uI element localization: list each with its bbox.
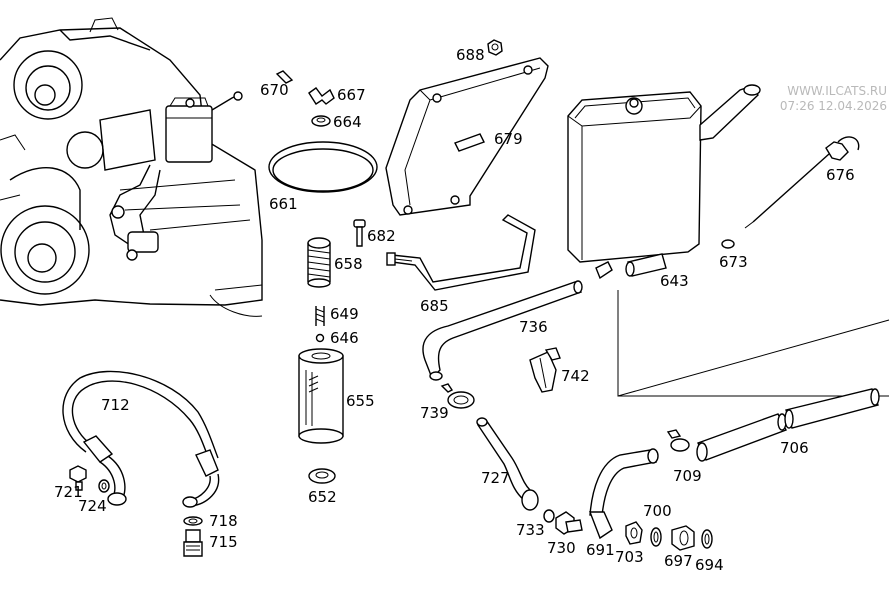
part-label-712[interactable]: 712 [101,396,130,414]
part-label-673[interactable]: 673 [719,253,748,271]
part-label-646[interactable]: 646 [330,329,359,347]
wing-nut-667 [308,87,335,105]
part-label-685[interactable]: 685 [420,297,449,315]
hose-706 [696,388,880,462]
spring-649 [315,306,325,326]
part-label-691[interactable]: 691 [586,541,615,559]
ring-673 [721,239,735,249]
part-label-706[interactable]: 706 [780,439,809,457]
part-label-664[interactable]: 664 [333,113,362,131]
part-label-742[interactable]: 742 [561,367,590,385]
watermark-line1: WWW.ILCATS.RU [787,84,887,98]
part-label-733[interactable]: 733 [516,521,545,539]
bracket-679 [385,57,549,216]
washer-718 [183,516,203,526]
part-label-676[interactable]: 676 [826,166,855,184]
part-label-643[interactable]: 643 [660,272,689,290]
part-label-694[interactable]: 694 [695,556,724,574]
part-label-670[interactable]: 670 [260,81,289,99]
strap-685 [386,214,536,291]
part-label-682[interactable]: 682 [367,227,396,245]
bolt-730 [555,511,583,535]
clamp-739 [440,383,475,409]
part-label-697[interactable]: 697 [664,552,693,570]
part-label-658[interactable]: 658 [334,255,363,273]
part-label-661[interactable]: 661 [269,195,298,213]
part-label-727[interactable]: 727 [481,469,510,487]
engine-block [0,17,263,317]
ring-700 [650,527,662,547]
watermark: WWW.ILCATS.RU 07:26 12.04.2026 [780,84,887,114]
seal-652 [308,468,336,484]
spring-658 [307,237,331,288]
watermark-line2: 07:26 12.04.2026 [779,99,887,113]
filter-655 [298,348,344,444]
part-label-709[interactable]: 709 [673,467,702,485]
detail-frame [617,290,890,397]
seal-694 [701,529,713,549]
clip-742 [529,347,561,393]
part-label-736[interactable]: 736 [519,318,548,336]
leader-lines [744,221,754,229]
hose-712 [62,370,220,508]
pin-670 [275,70,294,84]
part-label-700[interactable]: 700 [643,502,672,520]
part-label-679[interactable]: 679 [494,130,523,148]
part-label-655[interactable]: 655 [346,392,375,410]
part-label-703[interactable]: 703 [615,548,644,566]
tank-643 [567,84,761,280]
hose-727 [476,417,539,511]
part-label-724[interactable]: 724 [78,497,107,515]
part-label-730[interactable]: 730 [547,539,576,557]
part-label-649[interactable]: 649 [330,305,359,323]
nut-688 [487,39,503,56]
washer-733 [543,509,555,523]
part-label-739[interactable]: 739 [420,404,449,422]
washer-724 [98,479,110,493]
part-label-715[interactable]: 715 [209,533,238,551]
bolt-721 [69,465,87,491]
band-661 [268,141,378,193]
clamp-709 [666,429,690,452]
part-label-718[interactable]: 718 [209,512,238,530]
washer-664 [311,115,331,127]
ring-646 [315,333,325,343]
part-label-688[interactable]: 688 [456,46,485,64]
hose-736 [422,280,583,381]
nut-703 [625,521,643,545]
bolt-715 [183,529,203,557]
part-label-721[interactable]: 721 [54,483,83,501]
dipstick-676 [752,136,860,223]
part-label-652[interactable]: 652 [308,488,337,506]
fitting-697 [671,525,695,551]
part-label-667[interactable]: 667 [337,86,366,104]
hose-691 [588,448,659,540]
bolt-682 [353,219,366,247]
